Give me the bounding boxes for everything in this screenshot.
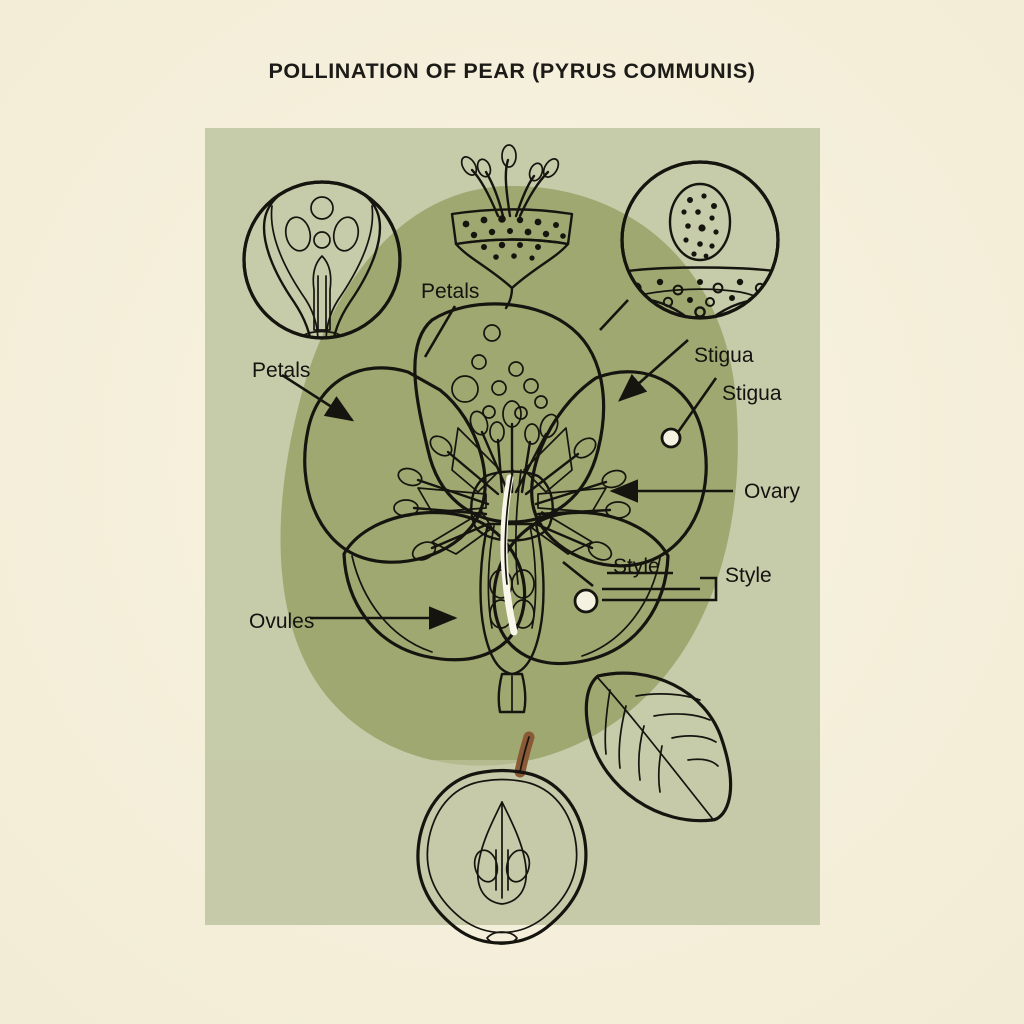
pear-half-cross-section [416,731,588,945]
ovary-cross-section-inset [242,180,402,340]
page-title: POLLINATION OF PEAR (PYRUS COMMUNIS) [268,59,755,83]
pollen-grains [451,324,548,420]
leader-inset-right [599,299,629,331]
pear-blossom-cutaway [303,302,708,714]
pear-calyx [486,931,518,945]
label-petals-top: Petals [421,280,479,303]
leader-stigua-lower [674,377,718,436]
leader-petals-left [281,373,355,422]
annotation-leaders [281,299,733,630]
annotation-labels: Petals Petals Stigua Stigua Ovary Style … [249,280,801,633]
petal-left [303,366,487,564]
stigma-node [660,427,682,449]
anther-pollen-inset [450,144,574,310]
pear-seed [505,849,531,883]
pedicel [497,672,527,714]
leader-petals-top [423,305,457,358]
pear-leaf [584,671,733,823]
label-stigua-lower: Stigua [722,382,782,405]
diagram-panel: Petals Petals Stigua Stigua Ovary Style … [205,128,820,945]
label-style-inner: Style [613,555,660,578]
style-node [573,588,599,614]
label-stigua-upper: Stigua [694,344,754,367]
petal-right [530,370,708,568]
leader-style-node [562,560,594,588]
style-bracket [602,576,718,602]
leader-stigua-upper [618,339,689,402]
pear-seed [473,849,499,883]
label-style-outer: Style [725,564,772,587]
label-ovary: Ovary [744,480,801,503]
petal-top [413,302,606,524]
label-ovules: Ovules [249,610,314,633]
label-petals-left: Petals [252,359,310,382]
panel-ground [205,760,820,925]
petal-lower-right [492,510,670,666]
stamens [393,400,631,561]
petal-lower-left [342,510,527,662]
stigma-surface-inset [620,160,780,320]
pollen-dots [462,215,566,261]
